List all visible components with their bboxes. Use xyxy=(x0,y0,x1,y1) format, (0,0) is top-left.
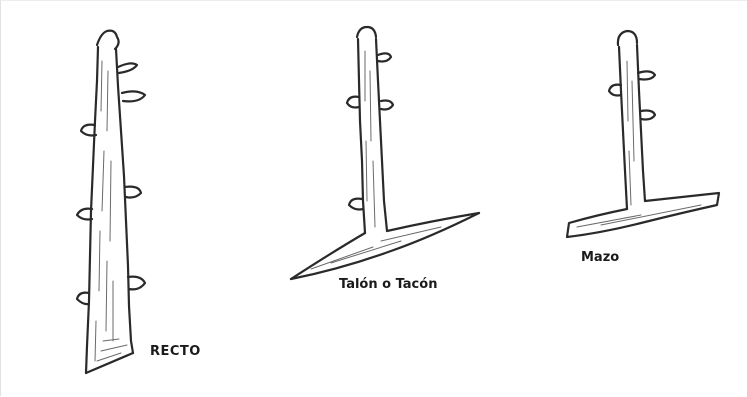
recto-label: RECTO xyxy=(150,344,201,359)
mazo-label: Mazo xyxy=(581,250,619,265)
talon-label: Talón o Tacón xyxy=(339,277,437,292)
